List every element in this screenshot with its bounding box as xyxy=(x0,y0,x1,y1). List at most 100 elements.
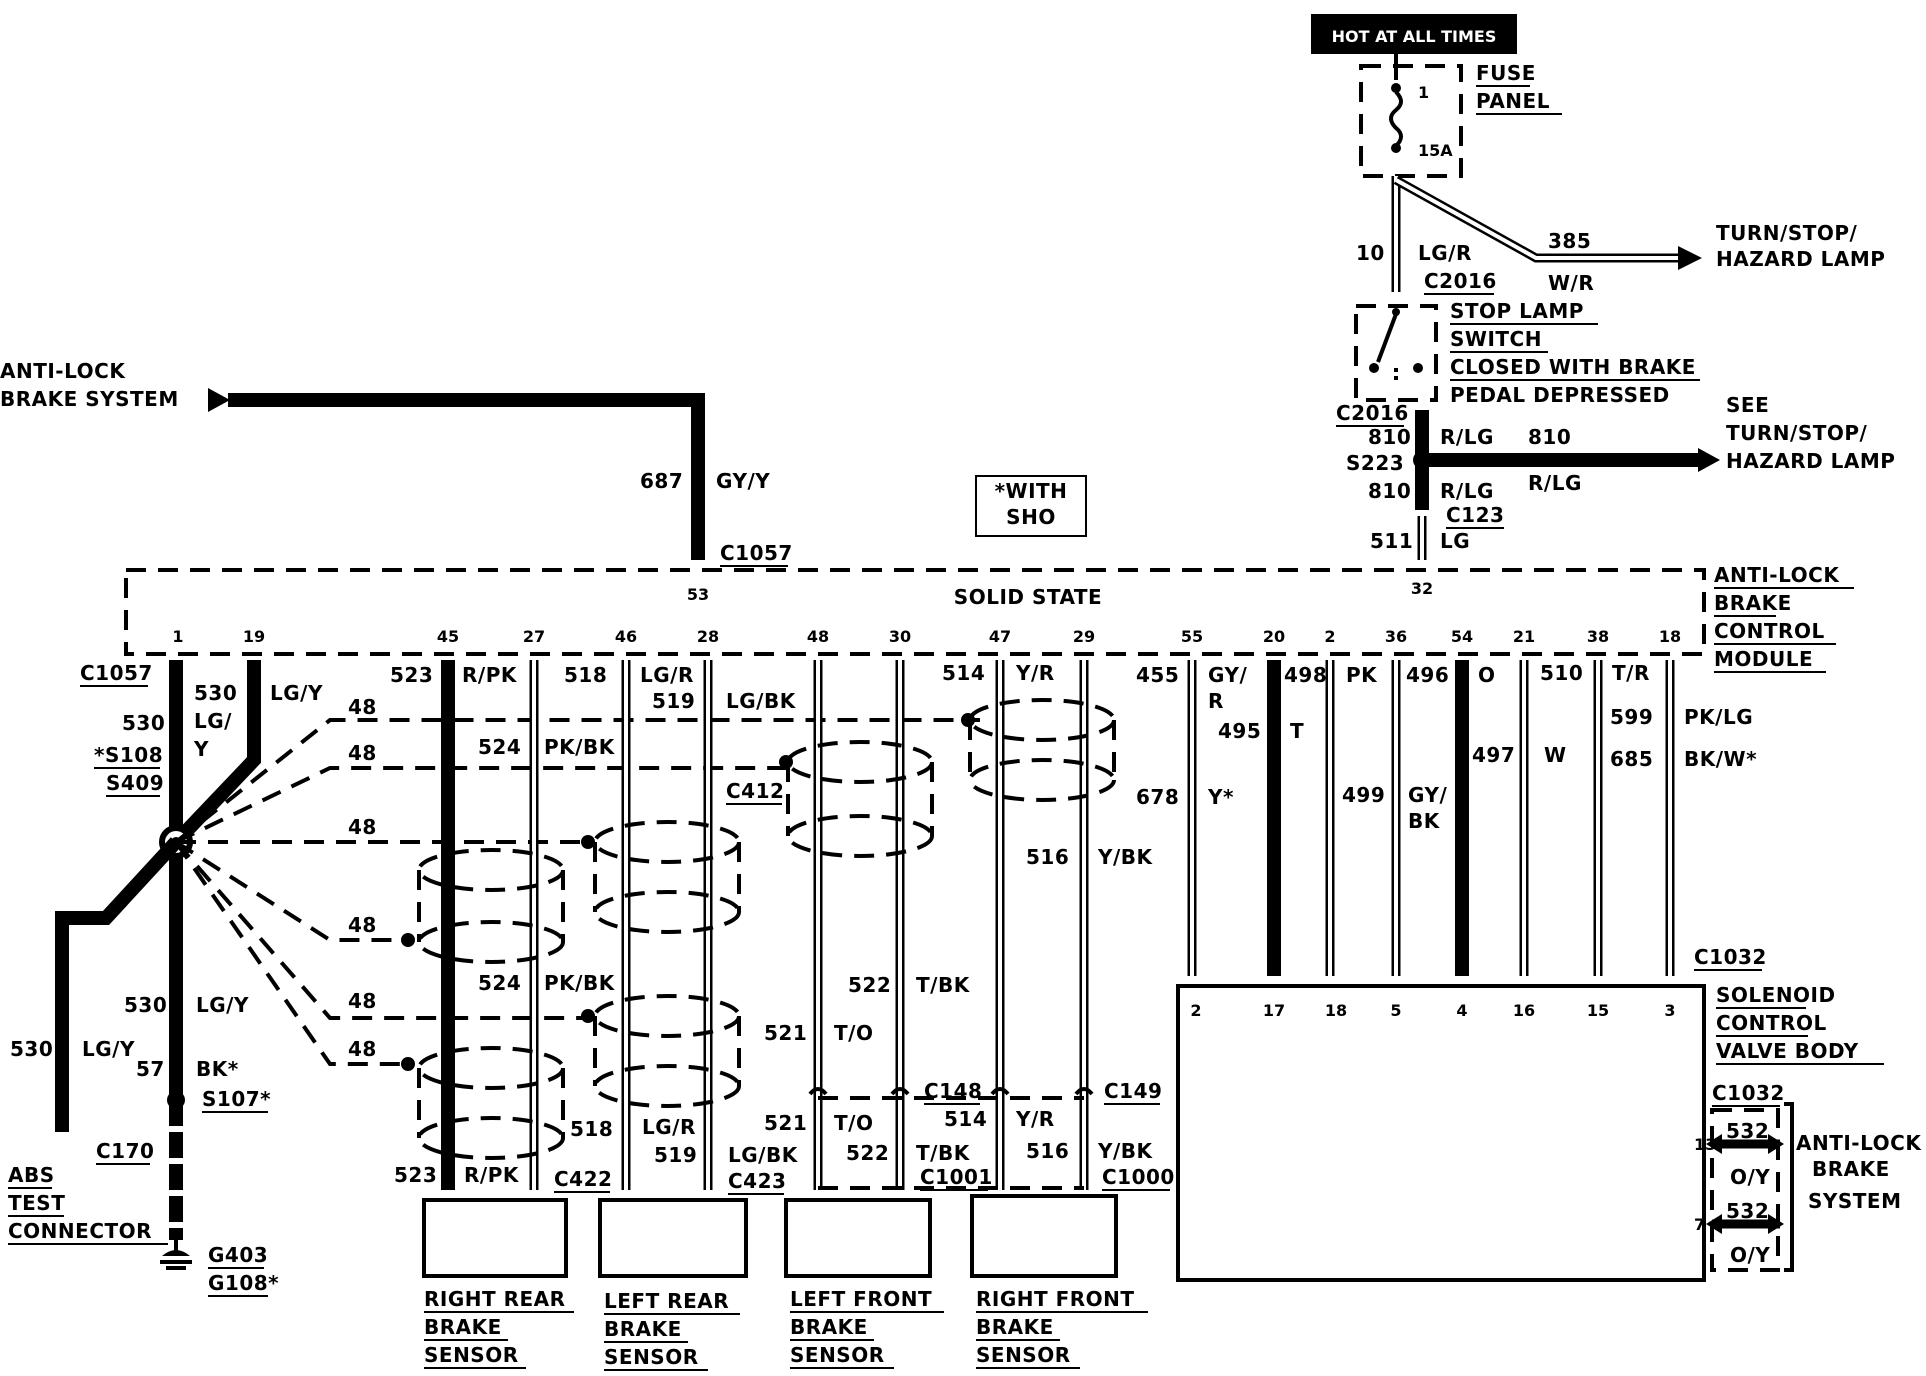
w521-num: 521 xyxy=(764,1021,807,1045)
s107-label: S107* xyxy=(202,1087,271,1111)
c2016-bottom: C2016 xyxy=(1336,401,1409,425)
w516-color: Y/BK xyxy=(1097,845,1154,869)
pin-2: 2 xyxy=(1324,627,1335,646)
w518c-color: LG/R xyxy=(642,1115,696,1139)
arrow-turn-lamp-2 xyxy=(1698,448,1720,472)
abs-out-connector xyxy=(1710,1108,1780,1272)
stop-switch-4: PEDAL DEPRESSED xyxy=(1450,383,1670,407)
w532b-num: 532 xyxy=(1726,1199,1769,1223)
stop-lamp-switch-box xyxy=(1354,304,1438,402)
w530a-color2: Y xyxy=(193,737,209,761)
fuse-element xyxy=(1389,90,1403,148)
w514-num: 514 xyxy=(942,661,985,685)
w687-num: 687 xyxy=(640,469,683,493)
lr-label-2: BRAKE xyxy=(604,1317,682,1341)
w496-num: 496 xyxy=(1406,663,1449,687)
rr-label-2: BRAKE xyxy=(424,1315,502,1339)
w385-num: 385 xyxy=(1548,229,1591,253)
stop-switch-1: STOP LAMP xyxy=(1450,299,1584,323)
w522b-num: 522 xyxy=(846,1141,889,1165)
pin-29: 29 xyxy=(1073,627,1095,646)
w499-color2: BK xyxy=(1408,809,1441,833)
solenoid-name-3: VALVE BODY xyxy=(1716,1039,1859,1063)
solenoid-name-2: CONTROL xyxy=(1716,1011,1827,1035)
w810b-color: R/LG xyxy=(1528,471,1582,495)
w48-6: 48 xyxy=(348,1037,377,1061)
sol-pin-16: 16 xyxy=(1513,1001,1535,1020)
fuse-panel-label-1: FUSE xyxy=(1476,61,1536,85)
abs-in-2: BRAKE SYSTEM xyxy=(0,387,179,411)
pin-54: 54 xyxy=(1451,627,1473,646)
w514-color: Y/R xyxy=(1015,661,1055,685)
turn-lamp-1-b: HAZARD LAMP xyxy=(1716,247,1885,271)
w524-num: 524 xyxy=(478,735,521,759)
pin-36: 36 xyxy=(1385,627,1407,646)
w496-color: O xyxy=(1478,663,1496,687)
turn-lamp-1-a: TURN/STOP/ xyxy=(1716,221,1858,245)
rf-label-1: RIGHT FRONT xyxy=(976,1287,1135,1311)
see-3: HAZARD LAMP xyxy=(1726,449,1895,473)
ground-g403-icon xyxy=(160,1240,192,1270)
w524b-num: 524 xyxy=(478,971,521,995)
solid-state-label: SOLID STATE xyxy=(954,585,1102,609)
sol-pin-4: 4 xyxy=(1456,1001,1467,1020)
sho-note-box xyxy=(975,475,1087,537)
w455-color2: R xyxy=(1208,689,1224,713)
s223-label: S223 xyxy=(1346,451,1404,475)
module-name-2: BRAKE xyxy=(1714,591,1792,615)
w511-num: 511 xyxy=(1370,529,1413,553)
w519b-color: LG/BK xyxy=(728,1143,799,1167)
arrow-turn-lamp-1 xyxy=(1678,246,1702,270)
w57-num: 57 xyxy=(136,1057,165,1081)
w810a-color: R/LG xyxy=(1440,425,1494,449)
w514b-num: 514 xyxy=(944,1107,987,1131)
w530b-num: 530 xyxy=(122,711,165,735)
connectors-c148-c149 xyxy=(808,1087,1094,1190)
sol-pin-2: 2 xyxy=(1190,1001,1201,1020)
w678-num: 678 xyxy=(1136,785,1179,809)
w532b-color: O/Y xyxy=(1730,1243,1770,1267)
w523-num: 523 xyxy=(390,663,433,687)
c123-label: C123 xyxy=(1446,503,1504,527)
sol-pin-3: 3 xyxy=(1664,1001,1675,1020)
c1057-left: C1057 xyxy=(80,661,153,685)
w524-color: PK/BK xyxy=(544,735,616,759)
shield-cylinders xyxy=(417,698,1116,1160)
c148-label: C148 xyxy=(924,1079,982,1103)
s108-label: *S108 xyxy=(94,743,163,767)
w455-color: GY/ xyxy=(1208,663,1247,687)
lf-label-3: SENSOR xyxy=(790,1343,885,1367)
see-2: TURN/STOP/ xyxy=(1726,421,1868,445)
right-rear-sensor xyxy=(422,1198,568,1278)
w521-color: T/O xyxy=(834,1021,873,1045)
w48-1: 48 xyxy=(348,695,377,719)
pin-1: 1 xyxy=(172,627,183,646)
w516-num: 516 xyxy=(1026,845,1069,869)
w530d-num: 530 xyxy=(10,1037,53,1061)
sho-note-1: *WITH xyxy=(995,479,1068,503)
lf-label-1: LEFT FRONT xyxy=(790,1287,932,1311)
w10-num: 10 xyxy=(1356,241,1385,265)
w685-color: BK/W* xyxy=(1684,747,1757,771)
sho-note-2: SHO xyxy=(1006,505,1056,529)
fuse-terminal-top xyxy=(1391,83,1401,93)
g403-label: G403 xyxy=(208,1243,268,1267)
c170-label: C170 xyxy=(96,1139,154,1163)
w518b-num: 518 xyxy=(570,1117,613,1141)
pin-13: 13 xyxy=(1694,1135,1716,1154)
w678-color: Y* xyxy=(1207,785,1234,809)
w530c-color: LG/Y xyxy=(196,993,249,1017)
w518-color: LG/R xyxy=(640,663,694,687)
sol-pin-15: 15 xyxy=(1587,1001,1609,1020)
pin-28: 28 xyxy=(697,627,719,646)
w516b-num: 516 xyxy=(1026,1139,1069,1163)
w455-num: 455 xyxy=(1136,663,1179,687)
fuse-panel-label-2: PANEL xyxy=(1476,89,1550,113)
pin-21: 21 xyxy=(1513,627,1535,646)
lf-label-2: BRAKE xyxy=(790,1315,868,1339)
w530c-num: 530 xyxy=(124,993,167,1017)
module-name-3: CONTROL xyxy=(1714,619,1825,643)
pin-30: 30 xyxy=(889,627,911,646)
w510-num: 510 xyxy=(1540,661,1583,685)
